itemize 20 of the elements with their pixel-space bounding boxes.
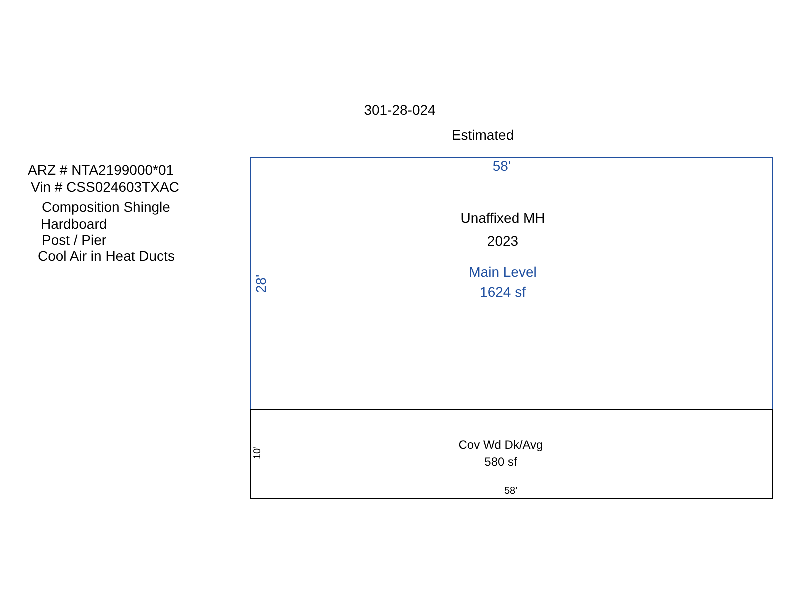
property-note: Composition Shingle	[42, 199, 170, 216]
parcel-number: 301-28-024	[363, 102, 437, 118]
room-label: 1624 sf	[480, 284, 526, 300]
room-label: 580 sf	[484, 456, 518, 470]
property-note: Vin # CSS024603TXAC	[31, 179, 180, 196]
deck-area	[250, 409, 773, 499]
property-note: Cool Air in Heat Ducts	[38, 248, 175, 264]
dimension-label: 10'	[252, 446, 264, 460]
dimension-label: 28'	[252, 274, 270, 294]
dimension-label: 58'	[504, 486, 518, 498]
property-note: Hardboard	[41, 216, 108, 232]
room-label: Cov Wd Dk/Avg	[458, 439, 544, 453]
property-note: Post / Pier	[42, 232, 107, 248]
main-level-room	[250, 157, 773, 410]
status-note: Estimated	[452, 127, 514, 144]
room-label: Unaffixed MH	[460, 210, 546, 226]
dimension-label: 58'	[492, 158, 512, 174]
room-label: 2023	[487, 233, 519, 250]
room-label: Main Level	[469, 264, 537, 280]
property-note: ARZ # NTA2199000*01	[28, 162, 174, 178]
